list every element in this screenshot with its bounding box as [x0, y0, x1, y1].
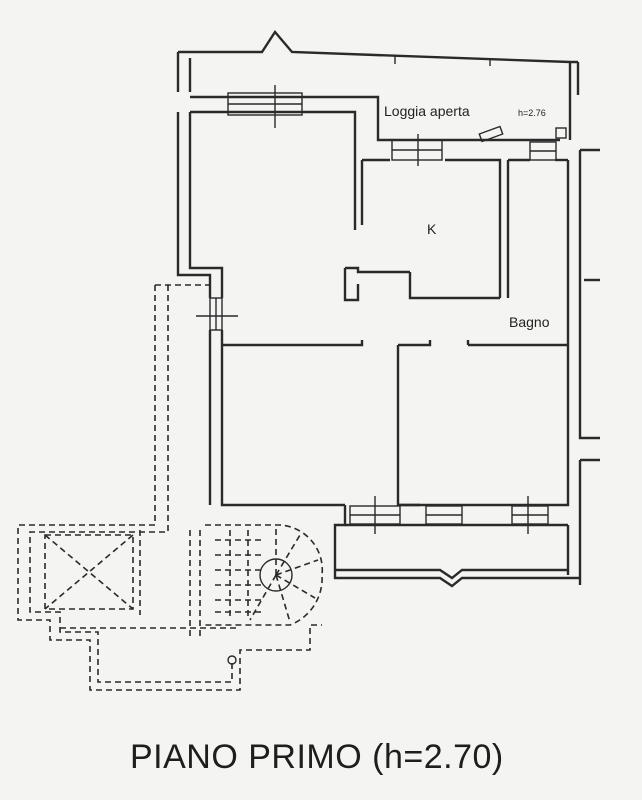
floor-title: PIANO PRIMO (h=2.70)	[130, 738, 504, 776]
spiral-staircase	[205, 524, 324, 665]
dashed-outline	[17, 284, 322, 691]
loggia-label: Loggia aperta	[384, 103, 470, 119]
bathroom-label: Bagno	[509, 314, 550, 330]
interior-walls	[190, 110, 580, 588]
windows	[196, 56, 567, 534]
kitchen-label: K	[427, 221, 437, 237]
loggia-height-label: h=2.76	[518, 108, 546, 118]
outer-walls	[176, 29, 600, 585]
